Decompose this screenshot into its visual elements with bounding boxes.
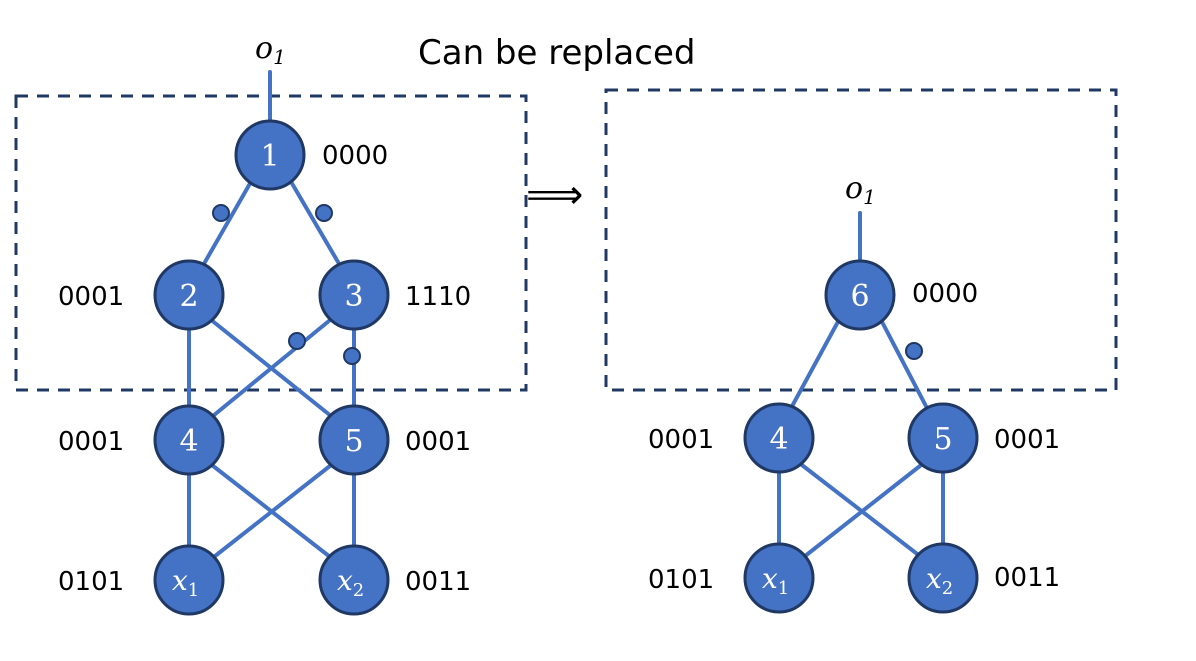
input-label: x2: [926, 562, 953, 599]
implies-arrow: ⟹: [526, 172, 583, 218]
edge-6-4: [788, 316, 842, 412]
truth-code: 0101: [58, 567, 124, 597]
truth-code: 0001: [994, 425, 1060, 455]
node-4: [153, 404, 225, 476]
node-id: 4: [179, 424, 198, 459]
node-id: 1: [260, 139, 279, 174]
truth-code: 0001: [58, 427, 124, 457]
input-x1: [153, 544, 225, 616]
node-id: 4: [769, 422, 788, 457]
right-replace-box: [604, 88, 1118, 392]
inverter-dot: [212, 204, 230, 222]
node-id: 5: [933, 422, 952, 457]
edge-5-x1: [208, 460, 337, 562]
edge-1-3: [288, 178, 340, 264]
node-id: 2: [179, 279, 198, 314]
inverter-dot: [343, 347, 361, 365]
node-4: [743, 402, 815, 474]
node-id: 6: [850, 279, 869, 314]
truth-code: 0001: [405, 427, 471, 457]
truth-code: 1110: [405, 282, 471, 312]
edge-1-2: [203, 178, 254, 264]
truth-code: 0011: [994, 563, 1060, 593]
truth-code: 0000: [322, 141, 388, 171]
edge-5-x1: [798, 460, 927, 562]
node-id: 3: [344, 279, 363, 314]
left-circuit: o1 1 0000 2 0001 3 1110 4 0001 5 0001 x1…: [58, 31, 471, 616]
caption: Can be replaced: [418, 33, 695, 73]
truth-code: 0001: [58, 282, 124, 312]
node-1: [234, 119, 306, 191]
node-3: [318, 259, 390, 331]
truth-code: 0011: [405, 567, 471, 597]
truth-code: 0001: [648, 425, 714, 455]
inverter-dot: [905, 342, 923, 360]
input-label: x2: [337, 564, 364, 601]
node-5: [907, 402, 979, 474]
node-5: [318, 404, 390, 476]
input-x1: [743, 542, 815, 614]
edge-6-5: [878, 316, 930, 412]
truth-code: 0000: [912, 279, 978, 309]
inverter-dot: [315, 204, 333, 222]
input-label: x1: [172, 564, 199, 601]
inverter-dot: [288, 332, 306, 350]
node-2: [153, 259, 225, 331]
input-x2: [318, 544, 390, 616]
node-id: 5: [344, 424, 363, 459]
truth-code: 0101: [648, 565, 714, 595]
input-label: x1: [762, 562, 789, 599]
right-circuit: o1 6 0000 4 0001 5 0001 x1 0101 x2 0011: [648, 171, 1060, 614]
node-6: [824, 259, 896, 331]
output-label: o1: [255, 31, 286, 69]
edge-3-4: [206, 314, 337, 422]
input-x2: [907, 542, 979, 614]
output-label: o1: [845, 171, 876, 209]
